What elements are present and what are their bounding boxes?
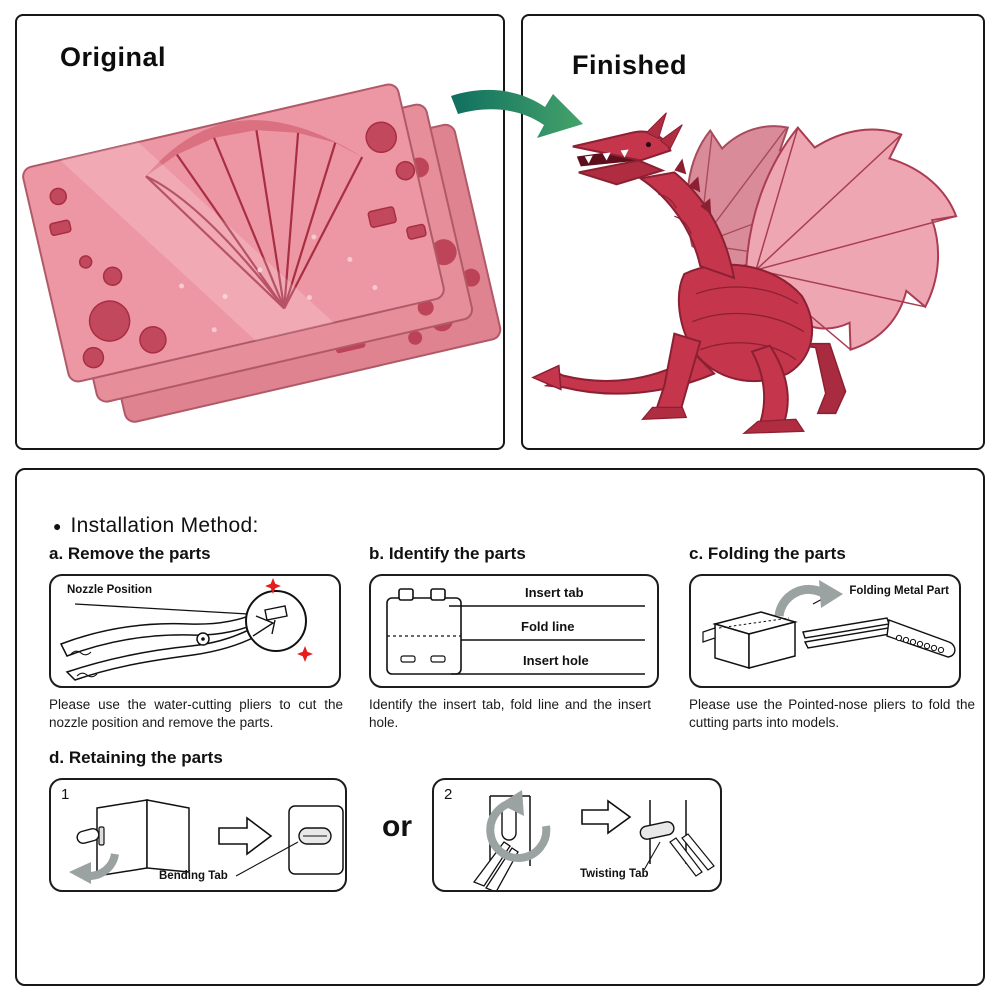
folded-part-icon [702,611,798,670]
installation-title: Installation Method: [70,514,259,537]
bending-tab-illustration [69,799,344,884]
bent-tab-result-icon [288,805,344,875]
original-panel: Original [15,14,505,450]
finished-title: Finished [572,50,688,80]
twisting-tab-label: Twisting Tab [580,868,649,880]
installation-title-row: ● Installation Method: [53,514,259,538]
folding-metal-part-label: Folding Metal Part [849,585,949,597]
part-diagram-illustration [386,588,645,675]
insert-hole-label: Insert hole [523,653,589,668]
twisted-tab-result-icon [639,800,715,877]
spark-icon [265,578,313,662]
dragon-hind-leg-near [742,344,805,434]
next-step-arrow-icon [581,799,632,835]
dragon-head [572,112,683,186]
pointed-nose-pliers-icon [802,617,956,658]
identify-parts-figure: Insert tab Fold line Insert hole [369,574,659,688]
water-cutting-pliers-icon [59,612,264,681]
bending-tab-label: Bending Tab [159,870,228,882]
step-c-caption: Please use the Pointed-nose pliers to fo… [689,697,975,730]
dragon-hind-leg-far [785,342,847,415]
metal-sheet-front [22,83,445,383]
metal-sheets-figure [22,83,502,423]
folding-illustration [702,580,956,670]
fold-direction-arrow-icon [774,580,843,617]
step-d-heading: d. Retaining the parts [49,748,223,767]
step-b-heading: b. Identify the parts [369,544,526,563]
pliers-cutting-illustration [59,578,313,681]
dragon-front-leg [641,332,702,421]
remove-parts-figure: Nozzle Position [49,574,341,688]
nozzle-position-label: Nozzle Position [67,584,152,596]
dragon-neck [637,158,736,280]
installation-panel: ● Installation Method: a. Remove the par… [15,468,985,986]
folding-parts-figure: Folding Metal Part [689,574,961,688]
fold-line-label: Fold line [521,619,575,634]
bending-tab-figure: 1 Bending Tab [49,778,347,892]
insert-tab-label: Insert tab [525,585,584,600]
step-c-heading: c. Folding the parts [689,544,846,563]
dragon-figure [531,112,958,434]
panel-2-number: 2 [444,786,453,803]
zoom-circle-icon [245,590,307,652]
step-a-heading: a. Remove the parts [49,544,211,563]
original-title: Original [60,42,167,72]
finished-panel: Finished [521,14,985,450]
dragon-body [677,263,814,383]
twisting-tab-illustration [472,790,715,890]
or-label: or [382,810,412,843]
bend-direction-arrow-icon [69,853,119,884]
bullet-icon: ● [53,518,62,534]
panel-1-number: 1 [61,786,70,803]
twisting-tab-figure: 2 Twisting Tab [432,778,722,892]
next-step-arrow-icon [218,816,273,856]
transform-arrow-icon [451,89,583,138]
step-b-caption: Identify the insert tab, fold line and t… [369,697,651,730]
sheet-cut-pattern [49,120,427,369]
step-a-caption: Please use the water-cutting pliers to c… [49,697,343,730]
twist-direction-arrow-icon [486,790,551,862]
panel-corner-icon [76,799,190,877]
